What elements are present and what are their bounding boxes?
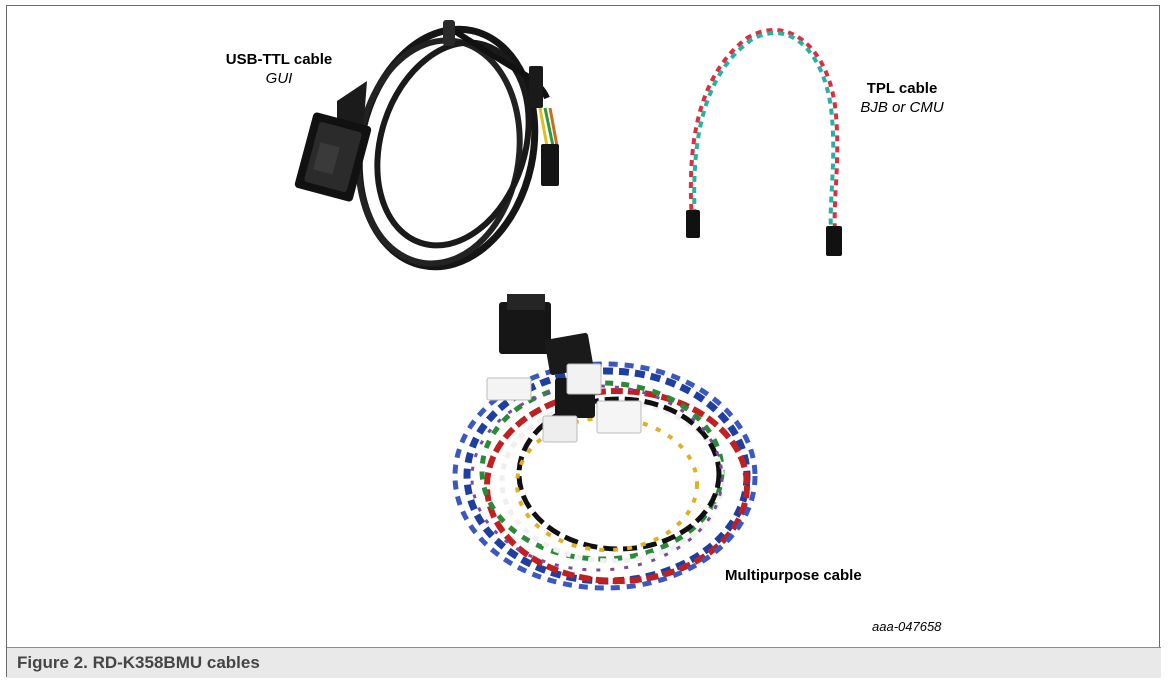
usb-ttl-cable-title: USB-TTL cable (225, 51, 333, 68)
usb-ttl-cable-photo (294, 20, 842, 591)
multipurpose-cable-graphic (452, 294, 758, 591)
tpl-cable-title: TPL cable (866, 80, 938, 97)
usb-ttl-cable-graphic (294, 20, 559, 271)
multipurpose-cable-label: Multipurpose cable (725, 566, 862, 585)
caption-bar: Figure 2. RD-K358BMU cables (7, 648, 1161, 678)
tpl-cable-subtitle: BJB or CMU (860, 99, 944, 116)
usb-ttl-cable-label: USB-TTL cable GUI (217, 50, 341, 88)
figure-caption: Figure 2. RD-K358BMU cables (17, 653, 260, 672)
tpl-cable-graphic (686, 27, 842, 256)
figure-image-area: USB-TTL cable GUI TPL cable BJB or CMU M… (7, 6, 1161, 648)
usb-ttl-cable-subtitle: GUI (265, 70, 293, 87)
figure-frame: USB-TTL cable GUI TPL cable BJB or CMU M… (6, 5, 1161, 678)
multipurpose-cable-title: Multipurpose cable (725, 567, 862, 584)
tpl-cable-label: TPL cable BJB or CMU (849, 79, 955, 117)
artwork-id: aaa-047658 (872, 619, 942, 634)
